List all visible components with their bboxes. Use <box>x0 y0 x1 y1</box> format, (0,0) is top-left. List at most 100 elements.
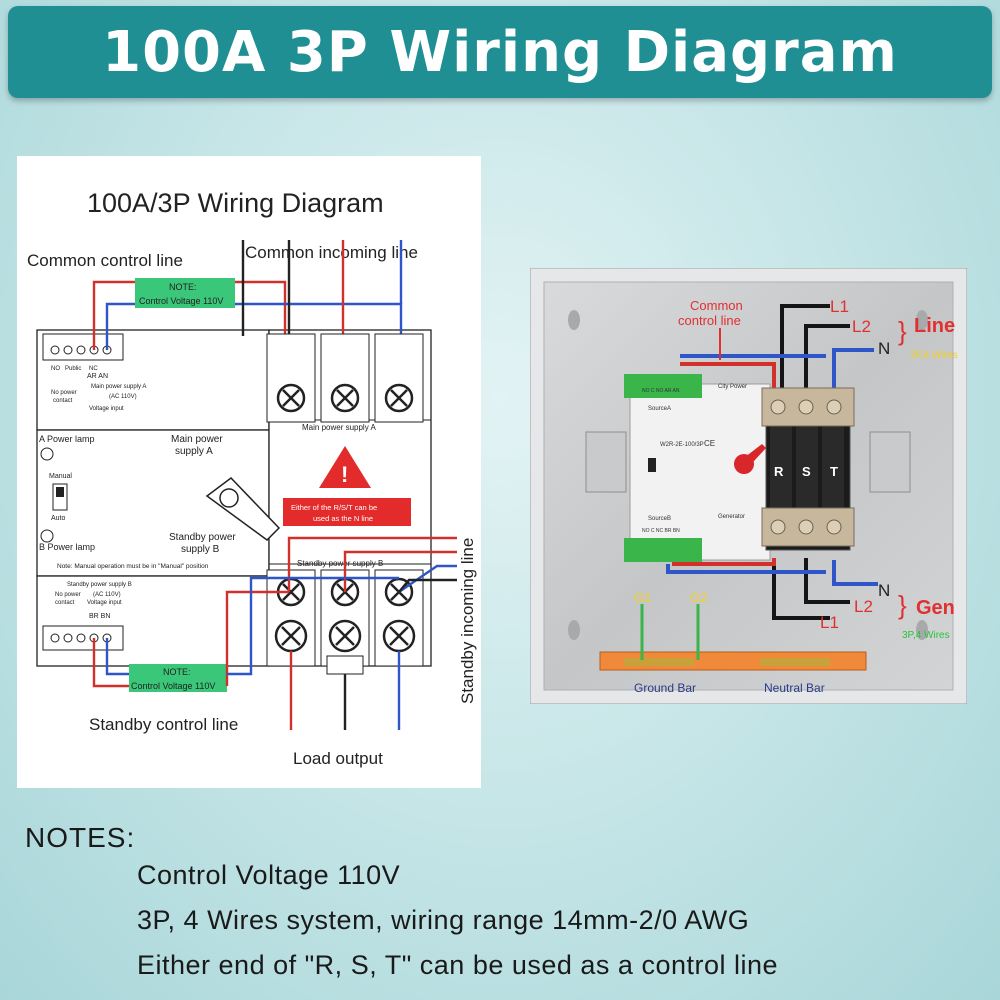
manual-label: Manual <box>49 473 72 480</box>
mount-hole-icon <box>568 620 580 640</box>
note-line-3: Either end of "R, S, T" can be used as a… <box>137 950 779 980</box>
schematic-title: 100A/3P Wiring Diagram <box>87 188 384 218</box>
wiring-schematic: 100A/3P Wiring Diagram Common control li… <box>17 156 481 788</box>
n-bottom-label: N <box>878 581 890 600</box>
svg-text:!: ! <box>341 462 348 487</box>
bottom-control-wires <box>92 576 399 688</box>
generator-label: Generator <box>718 514 745 520</box>
transfer-switch <box>624 374 855 562</box>
note-line-2: 3P, 4 Wires system, wiring range 14mm-2/… <box>137 905 750 935</box>
top-terminal-no: NO <box>51 366 60 372</box>
b-power-lamp <box>40 529 54 543</box>
top-control-terminal <box>624 374 702 398</box>
banner-title: 100A 3P Wiring Diagram <box>102 19 898 85</box>
warning-text-1: Either of the R/S/T can be <box>291 503 377 512</box>
bottom-note-voltage: Control Voltage 110V <box>131 681 215 691</box>
top-contact: contact <box>53 398 73 404</box>
l2-bottom-label: L2 <box>854 597 873 616</box>
bottom-terminal-labels: NO C NC BR BN <box>642 528 680 534</box>
main-power-label-2: supply A <box>175 446 213 457</box>
warning-box <box>283 498 411 526</box>
a-power-lamp-label: A Power lamp <box>39 434 95 444</box>
phase-t-label: T <box>830 464 838 479</box>
l2-top-label: L2 <box>852 317 871 336</box>
top-terminal-public: Public <box>65 366 81 372</box>
mount-hole-icon <box>568 310 580 330</box>
standby-control-line-label: Standby control line <box>89 715 238 734</box>
top-control-terminal-block <box>42 333 124 361</box>
enclosure-svg: R S T NO C NO AR AN SourceA City Power W… <box>530 268 967 704</box>
load-output-wires <box>289 651 401 730</box>
installed-switch-illustration: R S T NO C NO AR AN SourceA City Power W… <box>530 268 967 704</box>
top-note-title: NOTE: <box>169 282 197 292</box>
notes-title: NOTES: <box>25 822 136 853</box>
schematic-svg: 100A/3P Wiring Diagram Common control li… <box>27 188 477 768</box>
top-ar-an: AR AN <box>87 373 108 380</box>
mount-hole-icon <box>916 310 928 330</box>
l1-bottom-label: L1 <box>820 613 839 632</box>
n-top-label: N <box>878 339 890 358</box>
blue-neutral-wires <box>666 348 878 586</box>
phase-r-label: R <box>774 464 784 479</box>
ground-bar-label: Ground Bar <box>634 681 696 695</box>
bottom-br-bn: BR BN <box>89 613 110 620</box>
line-wires-label: 3P,4 Wires <box>910 350 958 361</box>
standby-power-label-1: Standby power <box>169 532 236 543</box>
photo-common-label-2: control line <box>678 313 741 328</box>
bottom-contact: contact <box>55 600 75 606</box>
bottom-ac: (AC 110V) <box>93 592 121 598</box>
bottom-voltage-input: Voltage input <box>87 600 122 606</box>
line-group-label: Line <box>914 315 955 337</box>
neutral-bar-terminals <box>760 658 830 666</box>
b-power-lamp-label: B Power lamp <box>39 542 95 552</box>
g2-label: G2 <box>690 590 707 605</box>
terminal-main-supply-label: Main power supply A <box>302 423 376 432</box>
phase-s-label: S <box>802 464 811 479</box>
bottom-control-terminal-block <box>42 625 124 651</box>
manual-note: Note: Manual operation must be in "Manua… <box>57 563 209 570</box>
common-incoming-wires <box>241 240 403 352</box>
top-note-box <box>135 278 235 308</box>
bottom-note-title: NOTE: <box>163 667 191 677</box>
standby-incoming-line-label: Standby incoming line <box>458 538 477 704</box>
main-power-label-1: Main power <box>171 434 223 445</box>
top-no-power: No power <box>51 390 77 396</box>
g1-label: G1 <box>634 590 651 605</box>
main-supply-terminals <box>266 333 424 423</box>
source-a-label: SourceA <box>648 406 671 412</box>
ground-bar-terminals <box>624 658 694 666</box>
black-line-wires <box>772 304 850 620</box>
top-terminal-labels: NO C NO AR AN <box>642 388 680 394</box>
top-terminal-nc: NC <box>89 366 98 372</box>
warning-icon <box>319 446 371 488</box>
bottom-standby-supply: Standby power supply B <box>67 582 132 588</box>
neutral-bar-label: Neutral Bar <box>764 681 825 695</box>
photo-common-label-1: Common <box>690 298 743 313</box>
standby-power-label-2: supply B <box>181 544 220 555</box>
bottom-control-terminal <box>624 538 702 562</box>
a-power-lamp <box>40 447 54 461</box>
ground-wires <box>640 604 700 660</box>
top-voltage-input: Voltage input <box>89 406 124 412</box>
l1-top-label: L1 <box>830 297 849 316</box>
common-incoming-line-label: Common incoming line <box>245 243 418 262</box>
top-main-supply: Main power supply A <box>91 384 146 390</box>
title-banner: 100A 3P Wiring Diagram <box>8 6 992 98</box>
line-brace-icon: } <box>898 316 907 346</box>
gen-wires-label: 3P,4 Wires <box>902 630 950 641</box>
bottom-no-power: No power <box>55 592 81 598</box>
note-line-1: Control Voltage 110V <box>137 860 401 890</box>
top-ac: (AC 110V) <box>109 394 137 400</box>
gen-brace-icon: } <box>898 590 907 620</box>
bottom-note-box <box>129 664 227 692</box>
city-power-label: City Power <box>718 384 747 390</box>
switch-handle <box>205 477 281 541</box>
source-b-label: SourceB <box>648 516 671 522</box>
ce-mark: CE <box>704 439 715 448</box>
standby-supply-b-top: Standby power supply B <box>297 559 383 568</box>
top-note-voltage: Control Voltage 110V <box>139 296 223 306</box>
load-output-label: Load output <box>293 749 383 768</box>
common-control-line-label: Common control line <box>27 251 183 270</box>
auto-label: Auto <box>51 515 66 522</box>
gen-group-label: Gen <box>916 597 955 619</box>
